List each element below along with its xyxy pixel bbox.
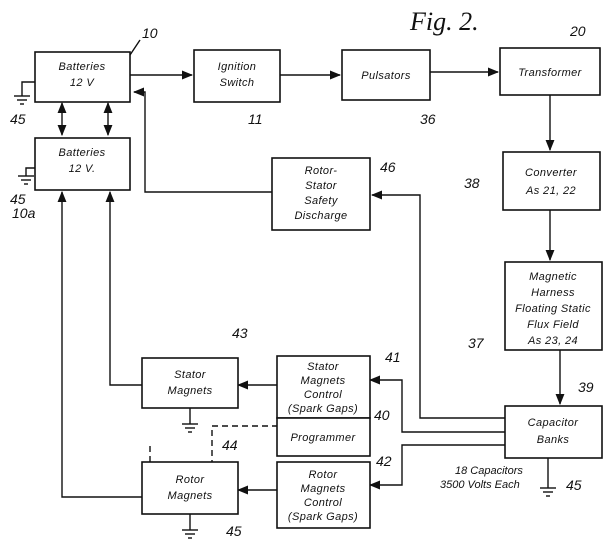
ignition-ref: 11: [248, 111, 263, 127]
batteries-bottom-ref: 10a: [12, 205, 36, 221]
ground-symbol-rotor: 45: [182, 514, 242, 539]
transformer-block: Transformer 20: [499, 23, 601, 96]
magnetic-harness-block: Magnetic Harness Floating Static Flux Fi…: [468, 261, 603, 351]
ground-symbol-capacitors: 45: [540, 458, 582, 497]
capacitor-ref: 39: [578, 379, 594, 395]
ground-ref-battery-bottom: 45: [10, 191, 26, 207]
stator-control-label-4: (Spark Gaps): [288, 403, 358, 415]
converter-ref: 38: [464, 175, 480, 191]
capacitor-label-2: Banks: [537, 434, 570, 446]
rotor-magnets-control-block: Rotor Magnets Control (Spark Gaps) 42: [276, 453, 392, 529]
programmer-label: Programmer: [290, 432, 356, 444]
batteries-top-label-2: 12 V: [70, 77, 95, 89]
capacitor-label-1: Capacitor: [528, 417, 580, 429]
harness-label-4: Flux Field: [527, 319, 579, 331]
harness-label-1: Magnetic: [529, 271, 577, 283]
rotor-magnets-label-2: Magnets: [168, 490, 213, 502]
rotor-control-label-1: Rotor: [309, 469, 339, 481]
rotor-control-label-2: Magnets: [301, 483, 346, 495]
stator-magnets-label-2: Magnets: [168, 385, 213, 397]
rotor-magnets-label-1: Rotor: [176, 474, 206, 486]
connection-wires: [57, 67, 565, 498]
harness-label-3: Floating Static: [515, 303, 591, 315]
stator-control-ref: 41: [385, 349, 401, 365]
rotor-magnets-ref: 44: [222, 437, 238, 453]
figure-title: Fig. 2.: [409, 7, 479, 36]
stator-control-label-3: Control: [304, 389, 342, 401]
harness-label-5: As 23, 24: [527, 335, 578, 347]
capacitor-note-line-2: 3500 Volts Each: [440, 479, 520, 491]
ignition-label-1: Ignition: [218, 61, 257, 73]
transformer-label: Transformer: [518, 67, 582, 79]
batteries-bottom-block: Batteries 12 V. 10a: [12, 137, 131, 221]
converter-label-1: Converter: [525, 167, 578, 179]
pulsators-block: Pulsators 36: [341, 49, 436, 127]
ignition-switch-block: Ignition Switch 11: [193, 49, 281, 127]
capacitor-note-line-1: 18 Capacitors: [455, 465, 523, 477]
harness-ref: 37: [468, 335, 485, 351]
ground-ref-capacitors: 45: [566, 477, 582, 493]
ground-ref-battery-top: 45: [10, 111, 26, 127]
batteries-top-block: Batteries 12 V 10: [34, 25, 158, 103]
batteries-bottom-label-2: 12 V.: [69, 163, 96, 175]
rotor-control-label-4: (Spark Gaps): [288, 511, 358, 523]
ignition-label-2: Switch: [220, 77, 255, 89]
converter-label-2: As 21, 22: [525, 185, 576, 197]
converter-block: Converter As 21, 22 38: [464, 151, 601, 211]
rotor-stator-discharge-block: Rotor- Stator Safety Discharge 46: [271, 157, 396, 231]
discharge-label-2: Stator: [305, 180, 338, 192]
ground-symbol-battery-bottom: 45: [10, 167, 35, 207]
stator-magnets-control-block: Stator Magnets Control (Spark Gaps) 41: [276, 349, 401, 419]
batteries-bottom-label-1: Batteries: [58, 147, 105, 159]
programmer-ref: 40: [374, 407, 390, 423]
stator-control-label-2: Magnets: [301, 375, 346, 387]
harness-label-2: Harness: [531, 287, 575, 299]
ground-symbol-battery-top: 45: [10, 81, 35, 127]
stator-control-label-1: Stator: [307, 361, 340, 373]
stator-magnets-label-1: Stator: [174, 369, 207, 381]
rotor-control-ref: 42: [376, 453, 392, 469]
ground-ref-rotor: 45: [226, 523, 242, 539]
ground-symbol-stator: [182, 408, 198, 433]
batteries-top-ref: 10: [142, 25, 158, 41]
capacitor-banks-block: Capacitor Banks 39: [504, 379, 603, 459]
discharge-ref: 46: [380, 159, 396, 175]
discharge-label-3: Safety: [304, 195, 339, 207]
stator-magnets-ref: 43: [232, 325, 248, 341]
stator-magnets-block: Stator Magnets 43: [141, 325, 248, 409]
rotor-control-label-3: Control: [304, 497, 342, 509]
pulsators-label: Pulsators: [361, 70, 411, 82]
transformer-ref: 20: [569, 23, 586, 39]
programmer-block: Programmer 40: [276, 407, 390, 457]
batteries-top-label-1: Batteries: [58, 61, 105, 73]
discharge-label-1: Rotor-: [305, 165, 338, 177]
pulsators-ref: 36: [420, 111, 436, 127]
discharge-label-4: Discharge: [294, 210, 347, 222]
rotor-magnets-block: Rotor Magnets 44: [141, 437, 239, 515]
